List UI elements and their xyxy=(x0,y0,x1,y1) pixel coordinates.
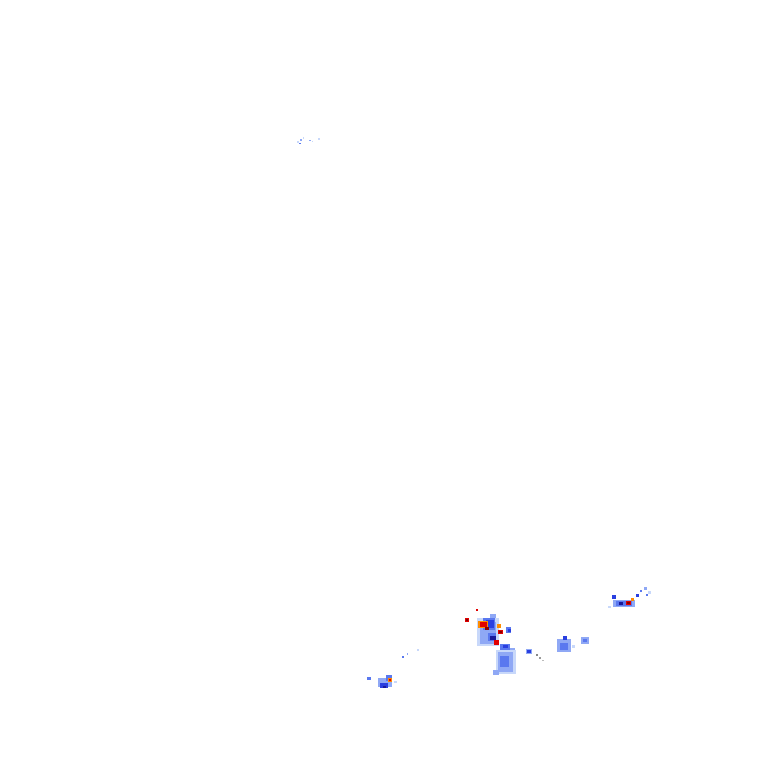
echo-pixel xyxy=(644,587,647,590)
east-small-cell xyxy=(557,636,589,652)
echo-pixel xyxy=(563,636,567,640)
echo-pixel xyxy=(536,654,538,656)
echo-pixel xyxy=(494,640,499,645)
echo-pixel xyxy=(560,643,568,650)
far-east-cell xyxy=(608,587,651,608)
echo-pixel xyxy=(300,139,302,141)
echo-pixel xyxy=(299,143,301,144)
echo-pixel xyxy=(500,656,509,667)
echo-pixel xyxy=(612,595,616,599)
central-main-cell xyxy=(465,609,515,652)
echo-pixel xyxy=(640,590,642,592)
echo-pixel xyxy=(417,649,419,651)
echo-pixel xyxy=(486,620,494,628)
echo-pixel xyxy=(490,636,496,640)
echo-pixel xyxy=(303,137,304,139)
echo-pixel xyxy=(583,639,587,642)
southwest-small-cell xyxy=(367,675,397,688)
echo-pixel xyxy=(490,614,496,618)
echo-pixel xyxy=(497,624,501,628)
echo-pixel xyxy=(389,679,391,681)
echo-pixel xyxy=(380,683,388,688)
echo-pixel xyxy=(648,591,651,594)
echo-pixel xyxy=(646,594,648,596)
echo-pixel xyxy=(480,622,487,627)
echo-pixel xyxy=(619,602,623,605)
southwest-trailing-specks xyxy=(402,649,419,658)
echo-pixel xyxy=(627,602,630,604)
echo-pixel xyxy=(499,631,502,633)
echo-pixel xyxy=(476,609,478,611)
echo-pixel xyxy=(318,138,320,140)
echo-pixel xyxy=(466,619,468,621)
echo-pixel xyxy=(493,670,499,675)
echo-pixel xyxy=(542,660,544,661)
echo-pixel xyxy=(378,678,392,687)
central-east-specks xyxy=(526,649,544,661)
echo-pixel xyxy=(503,645,508,648)
echo-pixel xyxy=(616,601,632,606)
echo-pixel xyxy=(631,598,634,601)
echo-pixel xyxy=(309,140,311,141)
central-southern-extension xyxy=(493,650,516,675)
echo-pixel xyxy=(513,664,516,667)
echo-pixel xyxy=(383,686,386,688)
echo-pixel xyxy=(402,656,404,658)
echo-pixel xyxy=(539,657,541,659)
echo-pixel xyxy=(485,627,489,630)
echo-pixel xyxy=(367,677,371,680)
echo-pixel xyxy=(394,681,397,683)
echo-pixel xyxy=(297,141,299,143)
echo-pixel xyxy=(508,629,511,632)
echo-pixel xyxy=(572,645,575,648)
echo-pixel xyxy=(407,653,408,655)
north-isolated-echo xyxy=(297,137,320,144)
echo-pixel xyxy=(636,594,639,597)
echo-pixel xyxy=(312,141,313,142)
echo-pixel xyxy=(527,650,531,653)
echo-pixel xyxy=(608,606,611,608)
